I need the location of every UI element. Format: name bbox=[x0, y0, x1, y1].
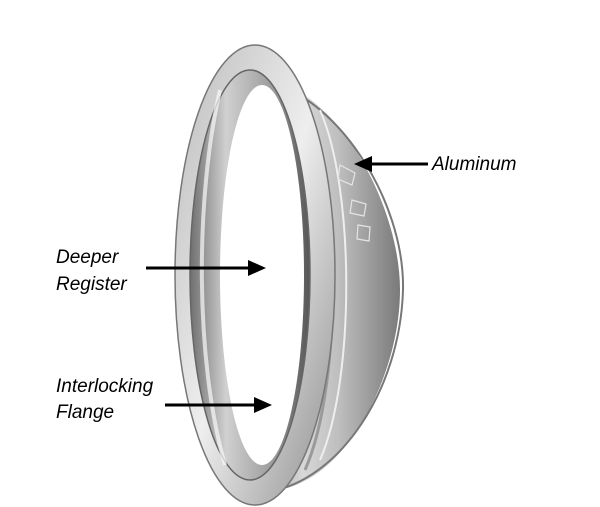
arrow-deeper-register bbox=[146, 260, 266, 276]
label-interlocking: Interlocking bbox=[56, 376, 154, 397]
arrow-interlocking-flange bbox=[165, 397, 272, 413]
ppe-logo bbox=[337, 164, 371, 242]
label-flange: Flange bbox=[56, 402, 115, 423]
label-aluminum: Aluminum bbox=[432, 154, 517, 175]
arrow-aluminum bbox=[354, 156, 428, 172]
label-deeper: Deeper bbox=[56, 247, 119, 268]
label-register: Register bbox=[56, 274, 127, 295]
ring-band bbox=[250, 75, 400, 490]
